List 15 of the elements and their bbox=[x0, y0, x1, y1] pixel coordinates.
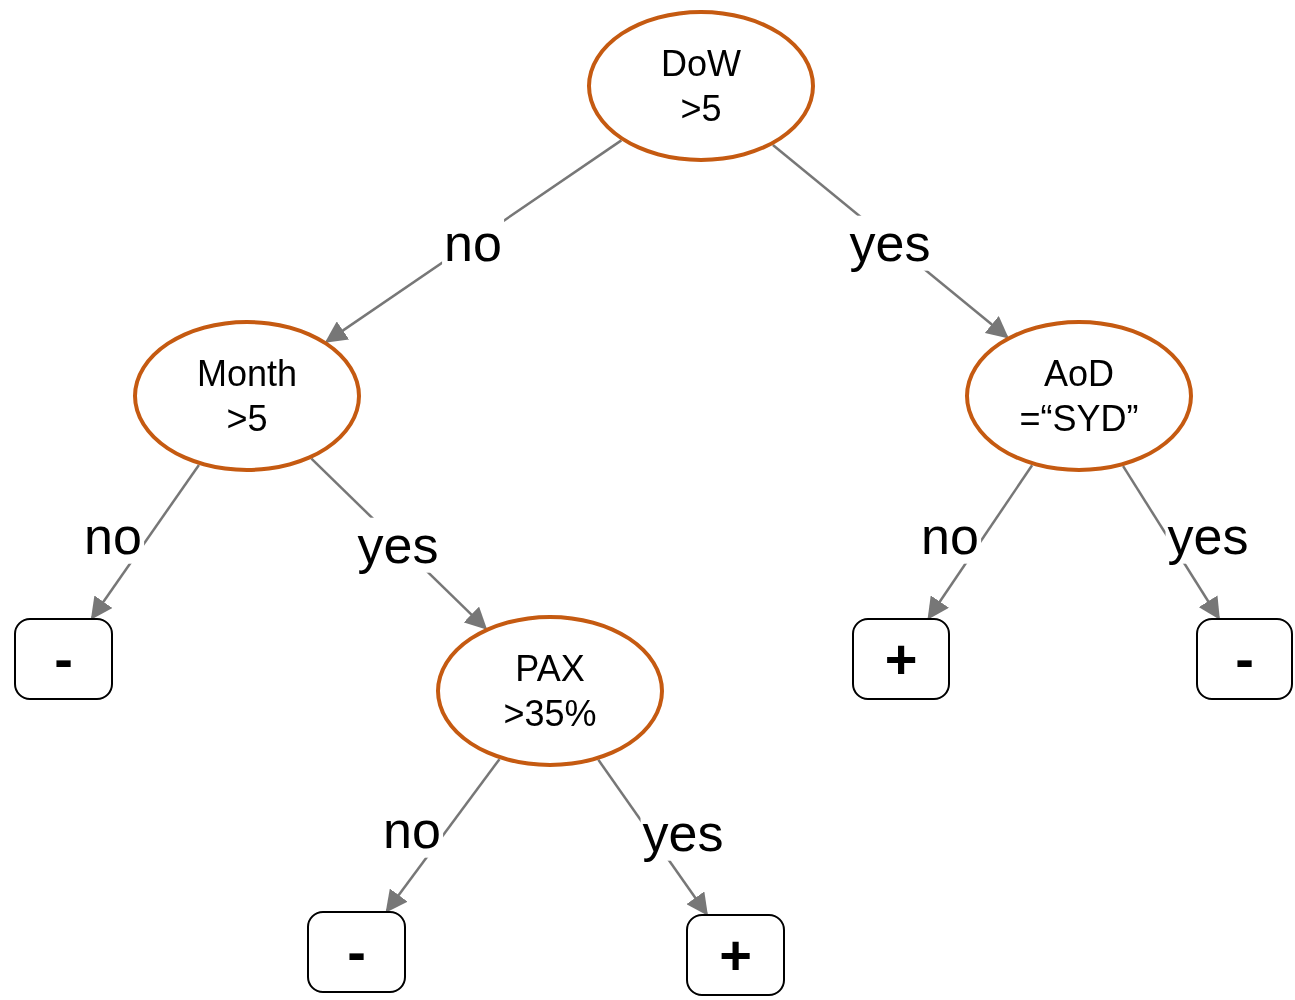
node-label: AoD =“SYD” bbox=[1019, 352, 1139, 441]
node-label: + bbox=[719, 927, 752, 983]
node-label: - bbox=[1235, 631, 1254, 687]
node-label: + bbox=[884, 631, 918, 687]
node-label: - bbox=[347, 924, 366, 980]
leaf-box bbox=[852, 618, 950, 700]
node-label: PAX >35% bbox=[503, 647, 597, 736]
leaf-box bbox=[1196, 618, 1293, 700]
arrow bbox=[90, 464, 200, 620]
node-label: Month >5 bbox=[196, 352, 298, 441]
node-label: DoW >5 bbox=[661, 42, 741, 131]
leaf-box bbox=[686, 914, 785, 996]
leaf-box bbox=[307, 911, 406, 993]
leaf-box bbox=[14, 618, 113, 700]
node-label: - bbox=[54, 631, 73, 687]
